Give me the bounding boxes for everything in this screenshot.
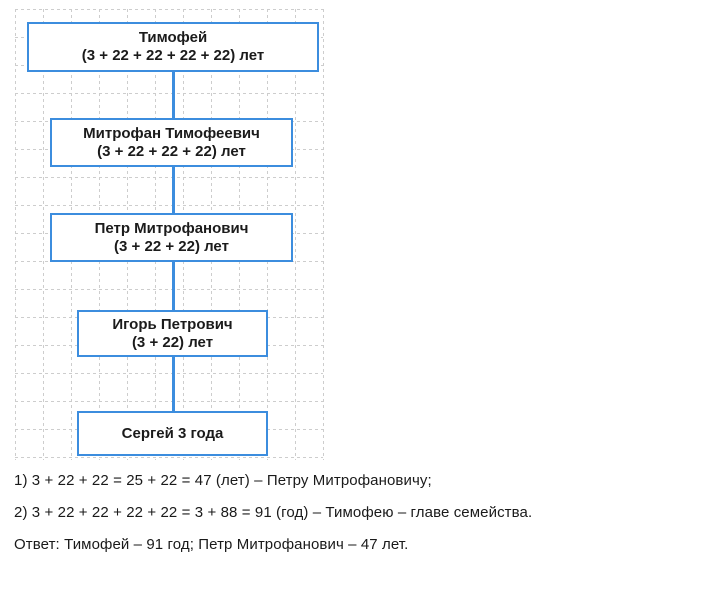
connector-2-3: [172, 165, 175, 215]
node-petr-expression: (3 + 22 + 22) лет: [114, 237, 229, 255]
node-petr-name: Петр Митрофанович: [94, 219, 249, 237]
grid-line-vertical: [295, 9, 296, 460]
node-mitrofan-name: Митрофан Тимофеевич: [83, 124, 260, 142]
connector-4-5: [172, 355, 175, 412]
grid-line-horizontal: [15, 9, 323, 10]
grid-line-horizontal: [15, 289, 323, 290]
solution-step-2: 2) 3 + 22 + 22 + 22 + 22 = 3 + 88 = 91 (…: [14, 504, 533, 521]
node-timofey-name: Тимофей: [138, 29, 208, 47]
node-timofey-expression: (3 + 22 + 22 + 22 + 22) лет: [81, 47, 265, 64]
grid-line-vertical: [15, 9, 16, 460]
connector-3-4: [172, 260, 175, 312]
node-sergey-name: Сергей 3 года: [121, 424, 224, 442]
node-igor: Игорь Петрович (3 + 22) лет: [77, 310, 268, 357]
family-chain-diagram: Тимофей (3 + 22 + 22 + 22 + 22) лет Митр…: [0, 0, 360, 470]
solution-step-1: 1) 3 + 22 + 22 = 25 + 22 = 47 (лет) – Пе…: [14, 472, 432, 489]
grid-line-horizontal: [15, 177, 323, 178]
grid-line-horizontal: [15, 93, 323, 94]
node-sergey: Сергей 3 года: [77, 411, 268, 456]
grid-line-horizontal: [15, 373, 323, 374]
node-igor-expression: (3 + 22) лет: [131, 333, 214, 351]
node-mitrofan-expression: (3 + 22 + 22 + 22) лет: [97, 142, 246, 160]
node-timofey: Тимофей (3 + 22 + 22 + 22 + 22) лет: [27, 22, 319, 72]
grid-line-vertical: [323, 9, 324, 460]
connector-1-2: [172, 70, 175, 120]
node-mitrofan: Митрофан Тимофеевич (3 + 22 + 22 + 22) л…: [50, 118, 293, 167]
node-petr: Петр Митрофанович (3 + 22 + 22) лет: [50, 213, 293, 262]
node-igor-name: Игорь Петрович: [112, 315, 233, 333]
grid-line-vertical: [43, 9, 44, 460]
solution-answer: Ответ: Тимофей – 91 год; Петр Митрофанов…: [14, 536, 409, 553]
grid-line-horizontal: [15, 457, 323, 458]
solution-text-block: 1) 3 + 22 + 22 = 25 + 22 = 47 (лет) – Пе…: [14, 472, 704, 553]
grid-line-horizontal: [15, 205, 323, 206]
grid-line-horizontal: [15, 401, 323, 402]
